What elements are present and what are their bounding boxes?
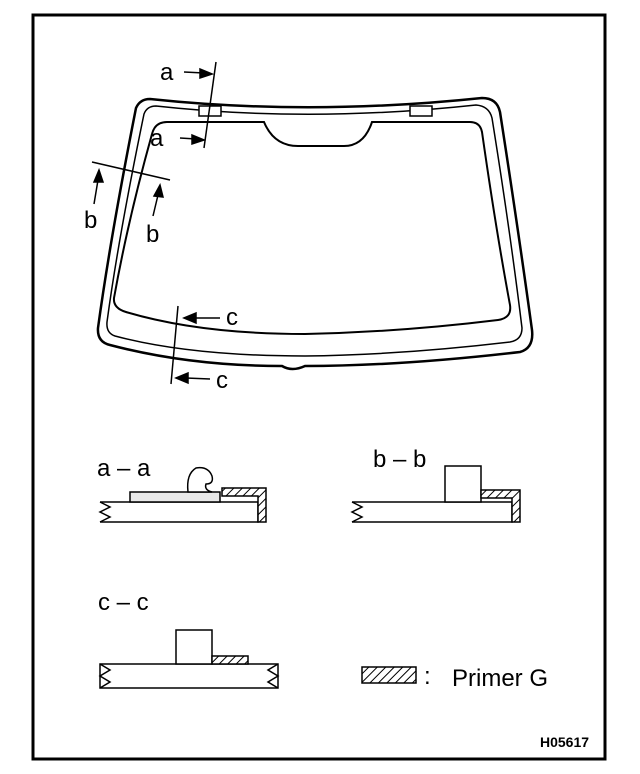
top-clip-right (409, 105, 433, 117)
section-a-label-top: a (160, 59, 174, 86)
cross-section-c (98, 629, 280, 689)
legend-label: Primer G (452, 665, 548, 692)
cross-section-b (350, 465, 521, 523)
section-a-title: a – a (97, 455, 151, 482)
section-b-title: b – b (373, 446, 426, 473)
cross-section-a (98, 466, 267, 523)
section-line-b (91, 161, 171, 217)
diagram-frame (31, 13, 607, 761)
section-line-a (179, 61, 217, 149)
section-b-label-left: b (84, 207, 97, 234)
section-a-label-inner: a (150, 125, 164, 152)
legend-swatch (361, 666, 417, 684)
section-c-label-top: c (226, 304, 238, 331)
figure-code: H05617 (540, 734, 589, 750)
section-c-label-bottom: c (216, 367, 228, 394)
section-c-title: c – c (98, 589, 149, 616)
legend-colon: : (424, 663, 431, 690)
section-line-c (170, 305, 220, 385)
windshield-outline (96, 96, 534, 371)
section-b-label-right: b (146, 221, 159, 248)
legend: : Primer G (361, 663, 548, 692)
